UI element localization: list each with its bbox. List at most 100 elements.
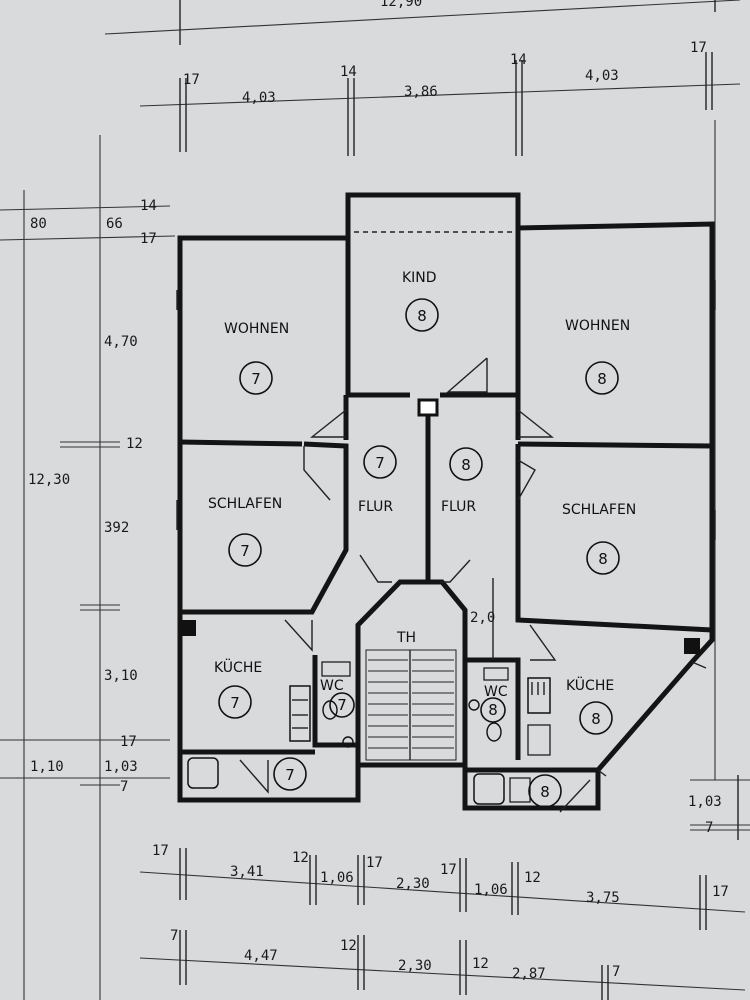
dim-right-7: 7 bbox=[705, 820, 713, 836]
dim-bottom1-s375: 3,75 bbox=[586, 890, 620, 906]
room-balkon-right-unit: 8 bbox=[540, 783, 550, 801]
dim-bottom1-s106b: 1,06 bbox=[474, 882, 508, 898]
room-flur-left-unit: 7 bbox=[375, 454, 385, 472]
unit-circle-wc-right bbox=[480, 697, 506, 723]
unit-circle-wohnen-right bbox=[585, 361, 619, 395]
room-wc-left-unit: 7 bbox=[337, 696, 347, 714]
unit-circle-schlafen-left bbox=[228, 533, 262, 567]
dim-top-total: 12,90 bbox=[380, 0, 422, 10]
bottom-dimensions-row1: 17 3,41 12 1,06 17 2,30 17 1,06 12 3,75 … bbox=[139, 843, 746, 930]
dim-top-wall-mid1: 14 bbox=[340, 64, 357, 80]
dim-left-103: 1,03 bbox=[104, 759, 138, 775]
left-stove-icon bbox=[289, 685, 311, 742]
stair-core-wall bbox=[355, 579, 468, 765]
dim-left-310: 3,10 bbox=[104, 668, 138, 684]
dim-bottom1-w17b: 17 bbox=[366, 855, 383, 871]
dim-bottom2-s287: 2,87 bbox=[512, 966, 546, 982]
room-balkon-left-unit: 7 bbox=[285, 766, 295, 784]
room-wc-right-label: WC bbox=[484, 684, 508, 700]
room-labels: KIND 8 WOHNEN 7 WOHNEN 8 SCHLAFEN 7 SCHL… bbox=[208, 270, 636, 808]
unit-circle-flur-left bbox=[363, 445, 397, 479]
dim-bottom2-w12a: 12 bbox=[340, 938, 357, 954]
left-sink-icon bbox=[187, 757, 219, 789]
dim-bottom1-w17c: 17 bbox=[440, 862, 457, 878]
left-dimensions: 80 66 14 17 4,70 12 12,30 392 3,10 17 1,… bbox=[0, 135, 176, 1000]
stair-dim: 2,0 bbox=[470, 610, 495, 626]
unit-circle-kind bbox=[405, 298, 439, 332]
right-dimensions: 1,03 7 bbox=[688, 120, 750, 840]
unit-circle-balkon-left bbox=[273, 757, 307, 791]
dim-top-wall-right: 17 bbox=[690, 40, 707, 56]
staircase: TH 2,0 bbox=[365, 578, 495, 761]
dim-left-392: 392 bbox=[104, 520, 129, 536]
unit-circle-schlafen-right bbox=[586, 541, 620, 575]
dim-bottom1-s106a: 1,06 bbox=[320, 870, 354, 886]
dim-left-14: 14 bbox=[140, 198, 157, 214]
left-schlafen-wall bbox=[180, 441, 349, 615]
room-kind-label: KIND bbox=[402, 270, 437, 286]
room-flur-left-label: FLUR bbox=[358, 499, 393, 515]
room-schlafen-left-unit: 7 bbox=[240, 542, 250, 560]
dim-bottom1-w17d: 17 bbox=[712, 884, 729, 900]
dim-bottom1-w12b: 12 bbox=[524, 870, 541, 886]
dim-bottom2-w7a: 7 bbox=[170, 928, 178, 944]
room-schlafen-left-label: SCHLAFEN bbox=[208, 496, 282, 512]
right-sink-icon bbox=[473, 773, 505, 805]
room-kueche-right-label: KÜCHE bbox=[566, 676, 614, 694]
unit-circle-wc-left bbox=[329, 692, 355, 718]
dim-top-seg-left: 4,03 bbox=[242, 90, 276, 106]
right-stove-icon bbox=[527, 677, 551, 714]
dim-bottom2-s230: 2,30 bbox=[398, 958, 432, 974]
unit-circle-wohnen-left bbox=[239, 361, 273, 395]
unit-circle-balkon-right bbox=[528, 774, 562, 808]
left-unit-outer-wall bbox=[177, 192, 715, 811]
windows bbox=[176, 280, 716, 540]
dim-top-wall-left: 17 bbox=[183, 72, 200, 88]
doors bbox=[239, 357, 707, 813]
dim-left-17a: 17 bbox=[140, 231, 157, 247]
fixtures bbox=[187, 661, 551, 805]
room-wc-left-label: WC bbox=[320, 678, 344, 694]
dim-bottom1-s230: 2,30 bbox=[396, 876, 430, 892]
left-wohnen-divider bbox=[179, 439, 303, 447]
room-kueche-left-unit: 7 bbox=[230, 694, 240, 712]
room-kind-unit: 8 bbox=[417, 307, 427, 325]
unit-circle-kueche-right bbox=[579, 701, 613, 735]
unit-circle-flur-right bbox=[449, 447, 483, 481]
dim-bottom2-w12b: 12 bbox=[472, 956, 489, 972]
room-flur-right-label: FLUR bbox=[441, 499, 476, 515]
stair-label: TH bbox=[396, 630, 416, 646]
right-schlafen-wall bbox=[515, 444, 713, 633]
dim-left-470: 4,70 bbox=[104, 334, 138, 350]
dim-left-12: 12 bbox=[126, 436, 143, 452]
dim-bottom1-w12a: 12 bbox=[292, 850, 309, 866]
walls bbox=[177, 192, 715, 811]
room-wc-right-unit: 8 bbox=[488, 701, 498, 719]
room-schlafen-right-unit: 8 bbox=[598, 550, 608, 568]
dim-left-17b: 17 bbox=[120, 734, 137, 750]
right-toilet-icon bbox=[486, 722, 502, 742]
dim-left-110: 1,10 bbox=[30, 759, 64, 775]
dim-left-80: 80 bbox=[30, 216, 47, 232]
dim-top-wall-mid2: 14 bbox=[510, 52, 527, 68]
unit-circle-kueche-left bbox=[218, 685, 252, 719]
dim-bottom2-w7b: 7 bbox=[612, 964, 620, 980]
dim-right-103: 1,03 bbox=[688, 794, 722, 810]
kind-room-wall bbox=[345, 228, 521, 398]
room-wohnen-left-unit: 7 bbox=[251, 370, 261, 388]
dim-bottom1-s341: 3,41 bbox=[230, 864, 264, 880]
dim-left-total: 12,30 bbox=[28, 472, 70, 488]
dim-left-66: 66 bbox=[106, 216, 123, 232]
room-kueche-right-unit: 8 bbox=[591, 710, 601, 728]
dim-left-7: 7 bbox=[120, 779, 128, 795]
room-flur-right-unit: 8 bbox=[461, 456, 471, 474]
dim-top-seg-right: 4,03 bbox=[585, 68, 619, 84]
room-wohnen-right-label: WOHNEN bbox=[565, 318, 630, 334]
room-wohnen-left-label: WOHNEN bbox=[224, 321, 289, 337]
dim-bottom1-w17a: 17 bbox=[152, 843, 169, 859]
dim-top-seg-mid: 3,86 bbox=[404, 84, 438, 100]
right-wohnen-divider bbox=[517, 441, 713, 449]
dim-bottom2-s447: 4,47 bbox=[244, 948, 278, 964]
room-schlafen-right-label: SCHLAFEN bbox=[562, 502, 636, 518]
